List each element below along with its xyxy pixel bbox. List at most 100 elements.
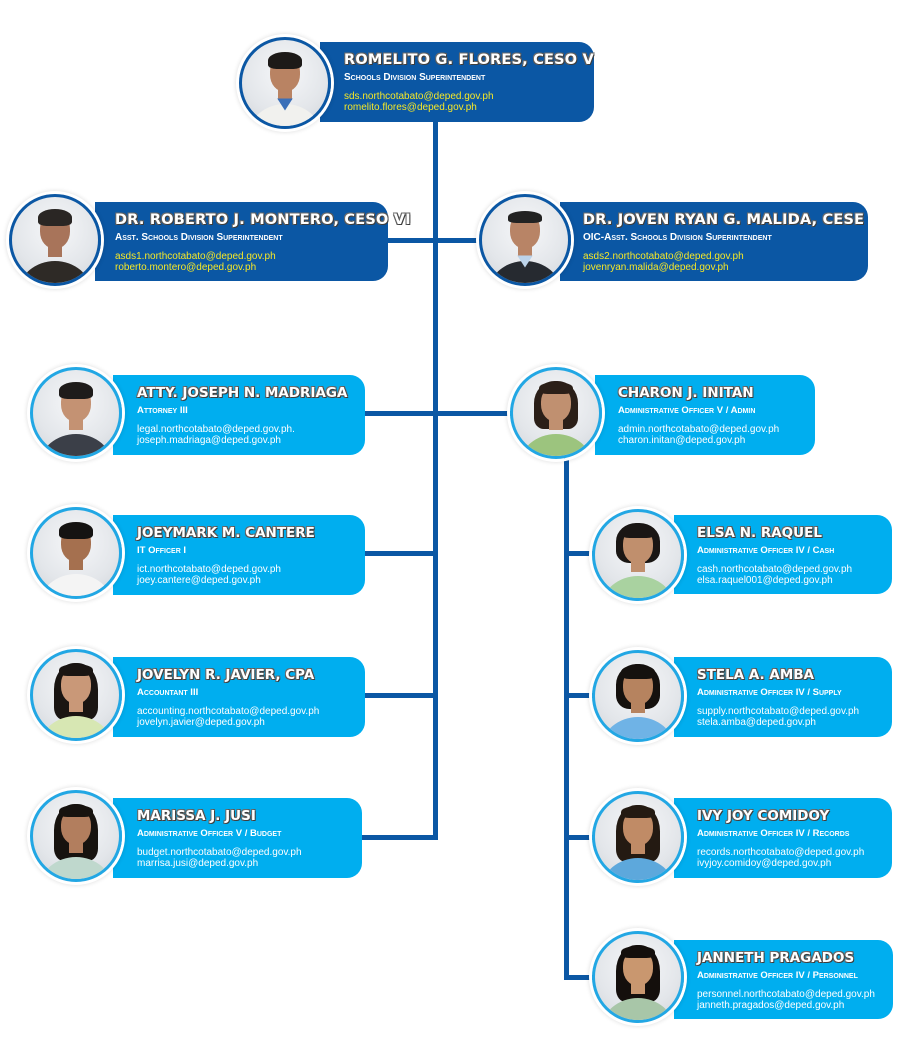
person-position: Asst. Schools Division Superintendent <box>115 232 283 243</box>
person-card: DR. JOVEN RYAN G. MALIDA, CESE OIC-Asst.… <box>560 202 868 281</box>
email-link[interactable]: jovelyn.javier@deped.gov.ph <box>137 717 265 728</box>
email-link[interactable]: cash.northcotabato@deped.gov.ph <box>697 564 853 575</box>
person-card: STELA A. AMBA Administrative Officer IV … <box>674 657 892 737</box>
email-link[interactable]: supply.northcotabato@deped.gov.ph <box>697 706 860 717</box>
person-card: JOEYMARK M. CANTERE IT Officer I ict.nor… <box>113 515 365 595</box>
email-link[interactable]: sds.northcotabato@deped.gov.ph <box>344 91 494 102</box>
person-position: Administrative Officer V / Budget <box>137 828 282 839</box>
person-card: ROMELITO G. FLORES, CESO V Schools Divis… <box>320 42 594 122</box>
person-name: JANNETH PRAGADOS <box>697 950 855 966</box>
email-list: supply.northcotabato@deped.gov.ph stela.… <box>697 706 892 728</box>
person-card: MARISSA J. JUSI Administrative Officer V… <box>113 798 362 878</box>
person-name: ATTY. JOSEPH N. MADRIAGA <box>137 385 348 401</box>
email-link[interactable]: personnel.northcotabato@deped.gov.ph <box>697 989 875 1000</box>
email-link[interactable]: budget.northcotabato@deped.gov.ph <box>137 847 302 858</box>
portrait-body <box>39 573 113 596</box>
email-link[interactable]: ict.northcotabato@deped.gov.ph <box>137 564 281 575</box>
portrait-hair <box>620 524 656 538</box>
portrait-body <box>248 103 322 126</box>
portrait-body <box>519 433 593 456</box>
portrait-photo <box>592 509 684 601</box>
connector-personnel <box>564 975 596 980</box>
email-link[interactable]: admin.northcotabato@deped.gov.ph <box>618 424 780 435</box>
person-position: Administrative Officer IV / Records <box>697 828 850 839</box>
portrait-body <box>601 857 675 880</box>
portrait-body <box>18 260 92 283</box>
portrait-photo <box>592 931 684 1023</box>
portrait-hair <box>58 805 94 818</box>
person-name: MARISSA J. JUSI <box>137 808 256 824</box>
person-card: ELSA N. RAQUEL Administrative Officer IV… <box>674 515 892 594</box>
connector-budget <box>360 835 438 840</box>
email-link[interactable]: roberto.montero@deped.gov.ph <box>115 262 257 273</box>
email-link[interactable]: asds1.northcotabato@deped.gov.ph <box>115 251 276 262</box>
email-list: asds2.northcotabato@deped.gov.ph jovenry… <box>583 251 868 273</box>
portrait-hair <box>58 382 94 400</box>
person-name: IVY JOY COMIDOY <box>697 808 830 824</box>
email-link[interactable]: ivyjoy.comidoy@deped.gov.ph <box>697 858 832 869</box>
person-card: CHARON J. INITAN Administrative Officer … <box>595 375 815 455</box>
portrait-hair <box>267 52 303 70</box>
connector-ict <box>362 551 436 556</box>
email-link[interactable]: marrisa.jusi@deped.gov.ph <box>137 858 259 869</box>
email-link[interactable]: legal.northcotabato@deped.gov.ph. <box>137 424 295 435</box>
email-link[interactable]: joey.cantere@deped.gov.ph <box>137 575 261 586</box>
email-link[interactable]: asds2.northcotabato@deped.gov.ph <box>583 251 744 262</box>
email-list: budget.northcotabato@deped.gov.ph marris… <box>137 847 362 869</box>
email-list: admin.northcotabato@deped.gov.ph charon.… <box>618 424 815 446</box>
connector-admin-trunk <box>564 458 569 980</box>
portrait-photo <box>592 650 684 742</box>
email-link[interactable]: records.northcotabato@deped.gov.ph <box>697 847 865 858</box>
portrait-hair <box>58 664 94 677</box>
portrait-photo <box>9 194 101 286</box>
person-card: ATTY. JOSEPH N. MADRIAGA Attorney III le… <box>113 375 365 455</box>
email-link[interactable]: joseph.madriaga@deped.gov.ph <box>137 435 281 446</box>
person-card: IVY JOY COMIDOY Administrative Officer I… <box>674 798 892 878</box>
person-name: DR. ROBERTO J. MONTERO, CESO VI <box>115 212 411 228</box>
portrait-photo <box>479 194 571 286</box>
portrait-hair <box>507 210 543 223</box>
portrait-hair <box>620 665 656 679</box>
email-link[interactable]: janneth.pragados@deped.gov.ph <box>697 1000 845 1011</box>
portrait-hair <box>58 522 94 540</box>
email-link[interactable]: charon.initan@deped.gov.ph <box>618 435 746 446</box>
email-link[interactable]: accounting.northcotabato@deped.gov.ph <box>137 706 320 717</box>
portrait-photo <box>30 649 122 741</box>
portrait-photo <box>592 791 684 883</box>
connector-main-trunk <box>433 118 438 840</box>
portrait-photo <box>239 37 331 129</box>
person-name: ELSA N. RAQUEL <box>697 525 822 541</box>
portrait-hair <box>620 946 656 959</box>
portrait-body <box>39 715 113 738</box>
person-position: Attorney III <box>137 405 188 416</box>
portrait-photo <box>30 790 122 882</box>
portrait-body <box>601 716 675 739</box>
person-position: Administrative Officer V / Admin <box>618 405 756 416</box>
email-list: sds.northcotabato@deped.gov.ph romelito.… <box>344 91 594 113</box>
email-link[interactable]: stela.amba@deped.gov.ph <box>697 717 816 728</box>
person-card: JANNETH PRAGADOS Administrative Officer … <box>674 940 893 1019</box>
person-card: DR. ROBERTO J. MONTERO, CESO VI Asst. Sc… <box>95 202 411 281</box>
person-position: Administrative Officer IV / Supply <box>697 687 842 698</box>
portrait-body <box>601 575 675 598</box>
person-position: OIC-Asst. Schools Division Superintenden… <box>583 232 772 243</box>
email-link[interactable]: romelito.flores@deped.gov.ph <box>344 102 477 113</box>
email-link[interactable]: jovenryan.malida@deped.gov.ph <box>583 262 729 273</box>
portrait-hair <box>37 209 73 227</box>
portrait-photo <box>510 367 602 459</box>
connector-supply <box>564 693 596 698</box>
email-list: personnel.northcotabato@deped.gov.ph jan… <box>697 989 893 1011</box>
email-link[interactable]: elsa.raquel001@deped.gov.ph <box>697 575 833 586</box>
person-position: Administrative Officer IV / Cash <box>697 545 835 556</box>
connector-cash <box>564 551 596 556</box>
portrait-body <box>39 856 113 879</box>
person-name: STELA A. AMBA <box>697 667 815 683</box>
person-name: JOVELYN R. JAVIER, CPA <box>137 667 315 683</box>
portrait-body <box>488 260 562 283</box>
portrait-body <box>601 997 675 1020</box>
person-name: JOEYMARK M. CANTERE <box>137 525 315 541</box>
person-name: DR. JOVEN RYAN G. MALIDA, CESE <box>583 212 865 228</box>
portrait-body <box>39 433 113 456</box>
portrait-photo <box>30 367 122 459</box>
